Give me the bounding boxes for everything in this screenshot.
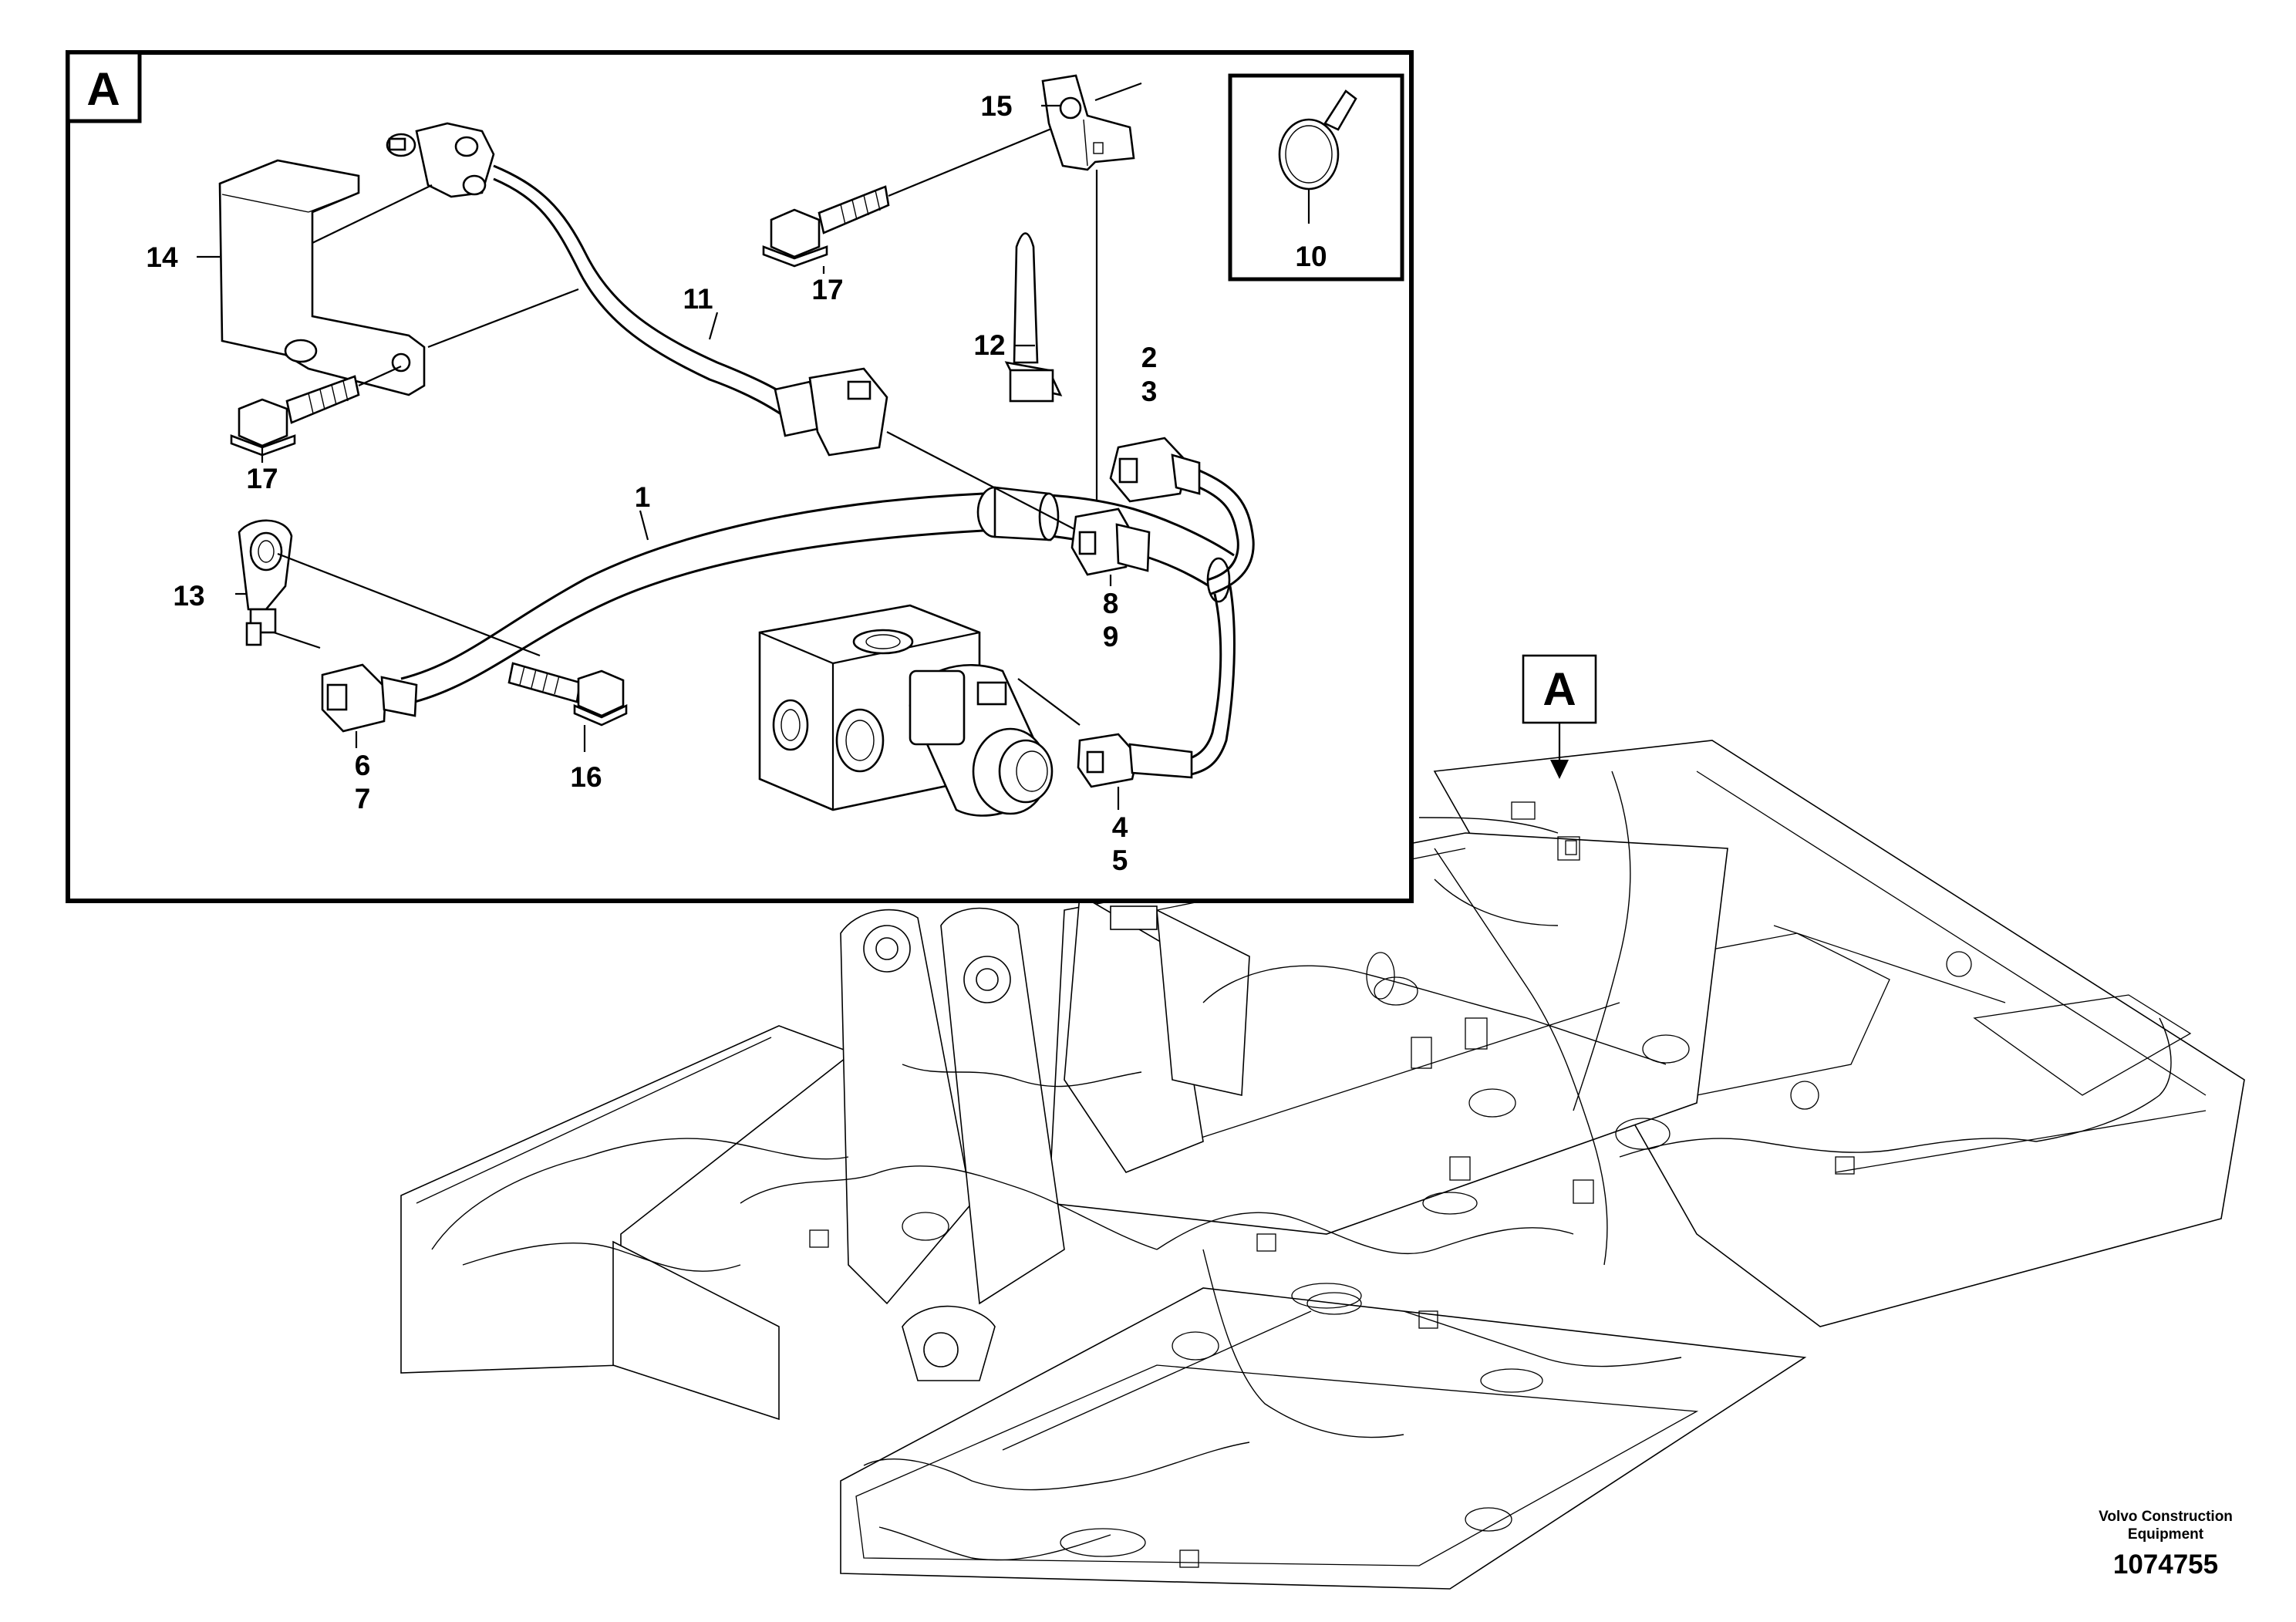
callout-11: 11: [683, 283, 713, 315]
leader-lines: [197, 104, 1120, 810]
brand-line-2: Equipment: [2128, 1526, 2204, 1543]
callout-12: 12: [973, 329, 1005, 361]
callout-15: 15: [980, 90, 1012, 122]
machine-frame-overview: [400, 740, 2245, 1590]
callout-14: 14: [146, 241, 178, 273]
callout-10: 10: [1295, 241, 1327, 272]
callout-labels: 10 15 17 14 11 12 2 3 17 1 13 8 9 6 7 16…: [146, 90, 1327, 876]
callout-2: 2: [1141, 342, 1158, 373]
bolt-17-upper: [762, 122, 1065, 268]
switch-bracket: [218, 122, 579, 396]
ring-terminal: [238, 519, 541, 657]
callout-7: 7: [355, 783, 371, 814]
callout-16: 16: [570, 761, 602, 793]
solenoid-valve: [758, 604, 1054, 817]
switch-cable: [493, 164, 1096, 541]
marker-letter: A: [1542, 663, 1576, 715]
detail-view-a: A: [66, 50, 1414, 903]
brand-line-1: Volvo Construction: [2099, 1509, 2233, 1525]
clip-bracket: [1041, 74, 1142, 501]
callout-5: 5: [1112, 845, 1128, 876]
callout-1: 1: [635, 481, 651, 513]
tie-clip: [1004, 232, 1063, 403]
callout-6: 6: [355, 750, 371, 781]
cable-tie-inset: [1228, 73, 1404, 282]
callout-8: 8: [1103, 588, 1119, 619]
cable-tie-icon: [1278, 118, 1340, 191]
connector-8-9: [1070, 508, 1151, 586]
bolt-16: [507, 662, 628, 727]
callout-17-lower: 17: [246, 463, 278, 494]
detail-marker-a[interactable]: A: [1522, 654, 1597, 779]
connector-2-3: [1109, 437, 1255, 595]
detail-letter: A: [86, 63, 120, 115]
callout-17-upper: 17: [811, 274, 843, 305]
connector-6-7: [321, 663, 418, 733]
bolt-17-lower: [230, 365, 402, 457]
detail-letter-box: A: [66, 50, 142, 123]
footer-brand: Volvo Construction Equipment 1074755: [2099, 1509, 2233, 1580]
callout-13: 13: [173, 580, 204, 612]
callout-3: 3: [1141, 376, 1158, 407]
part-number: 1074755: [2113, 1549, 2218, 1580]
callout-9: 9: [1103, 621, 1119, 653]
callout-4: 4: [1112, 811, 1128, 843]
connector-4-5: [1017, 585, 1236, 788]
